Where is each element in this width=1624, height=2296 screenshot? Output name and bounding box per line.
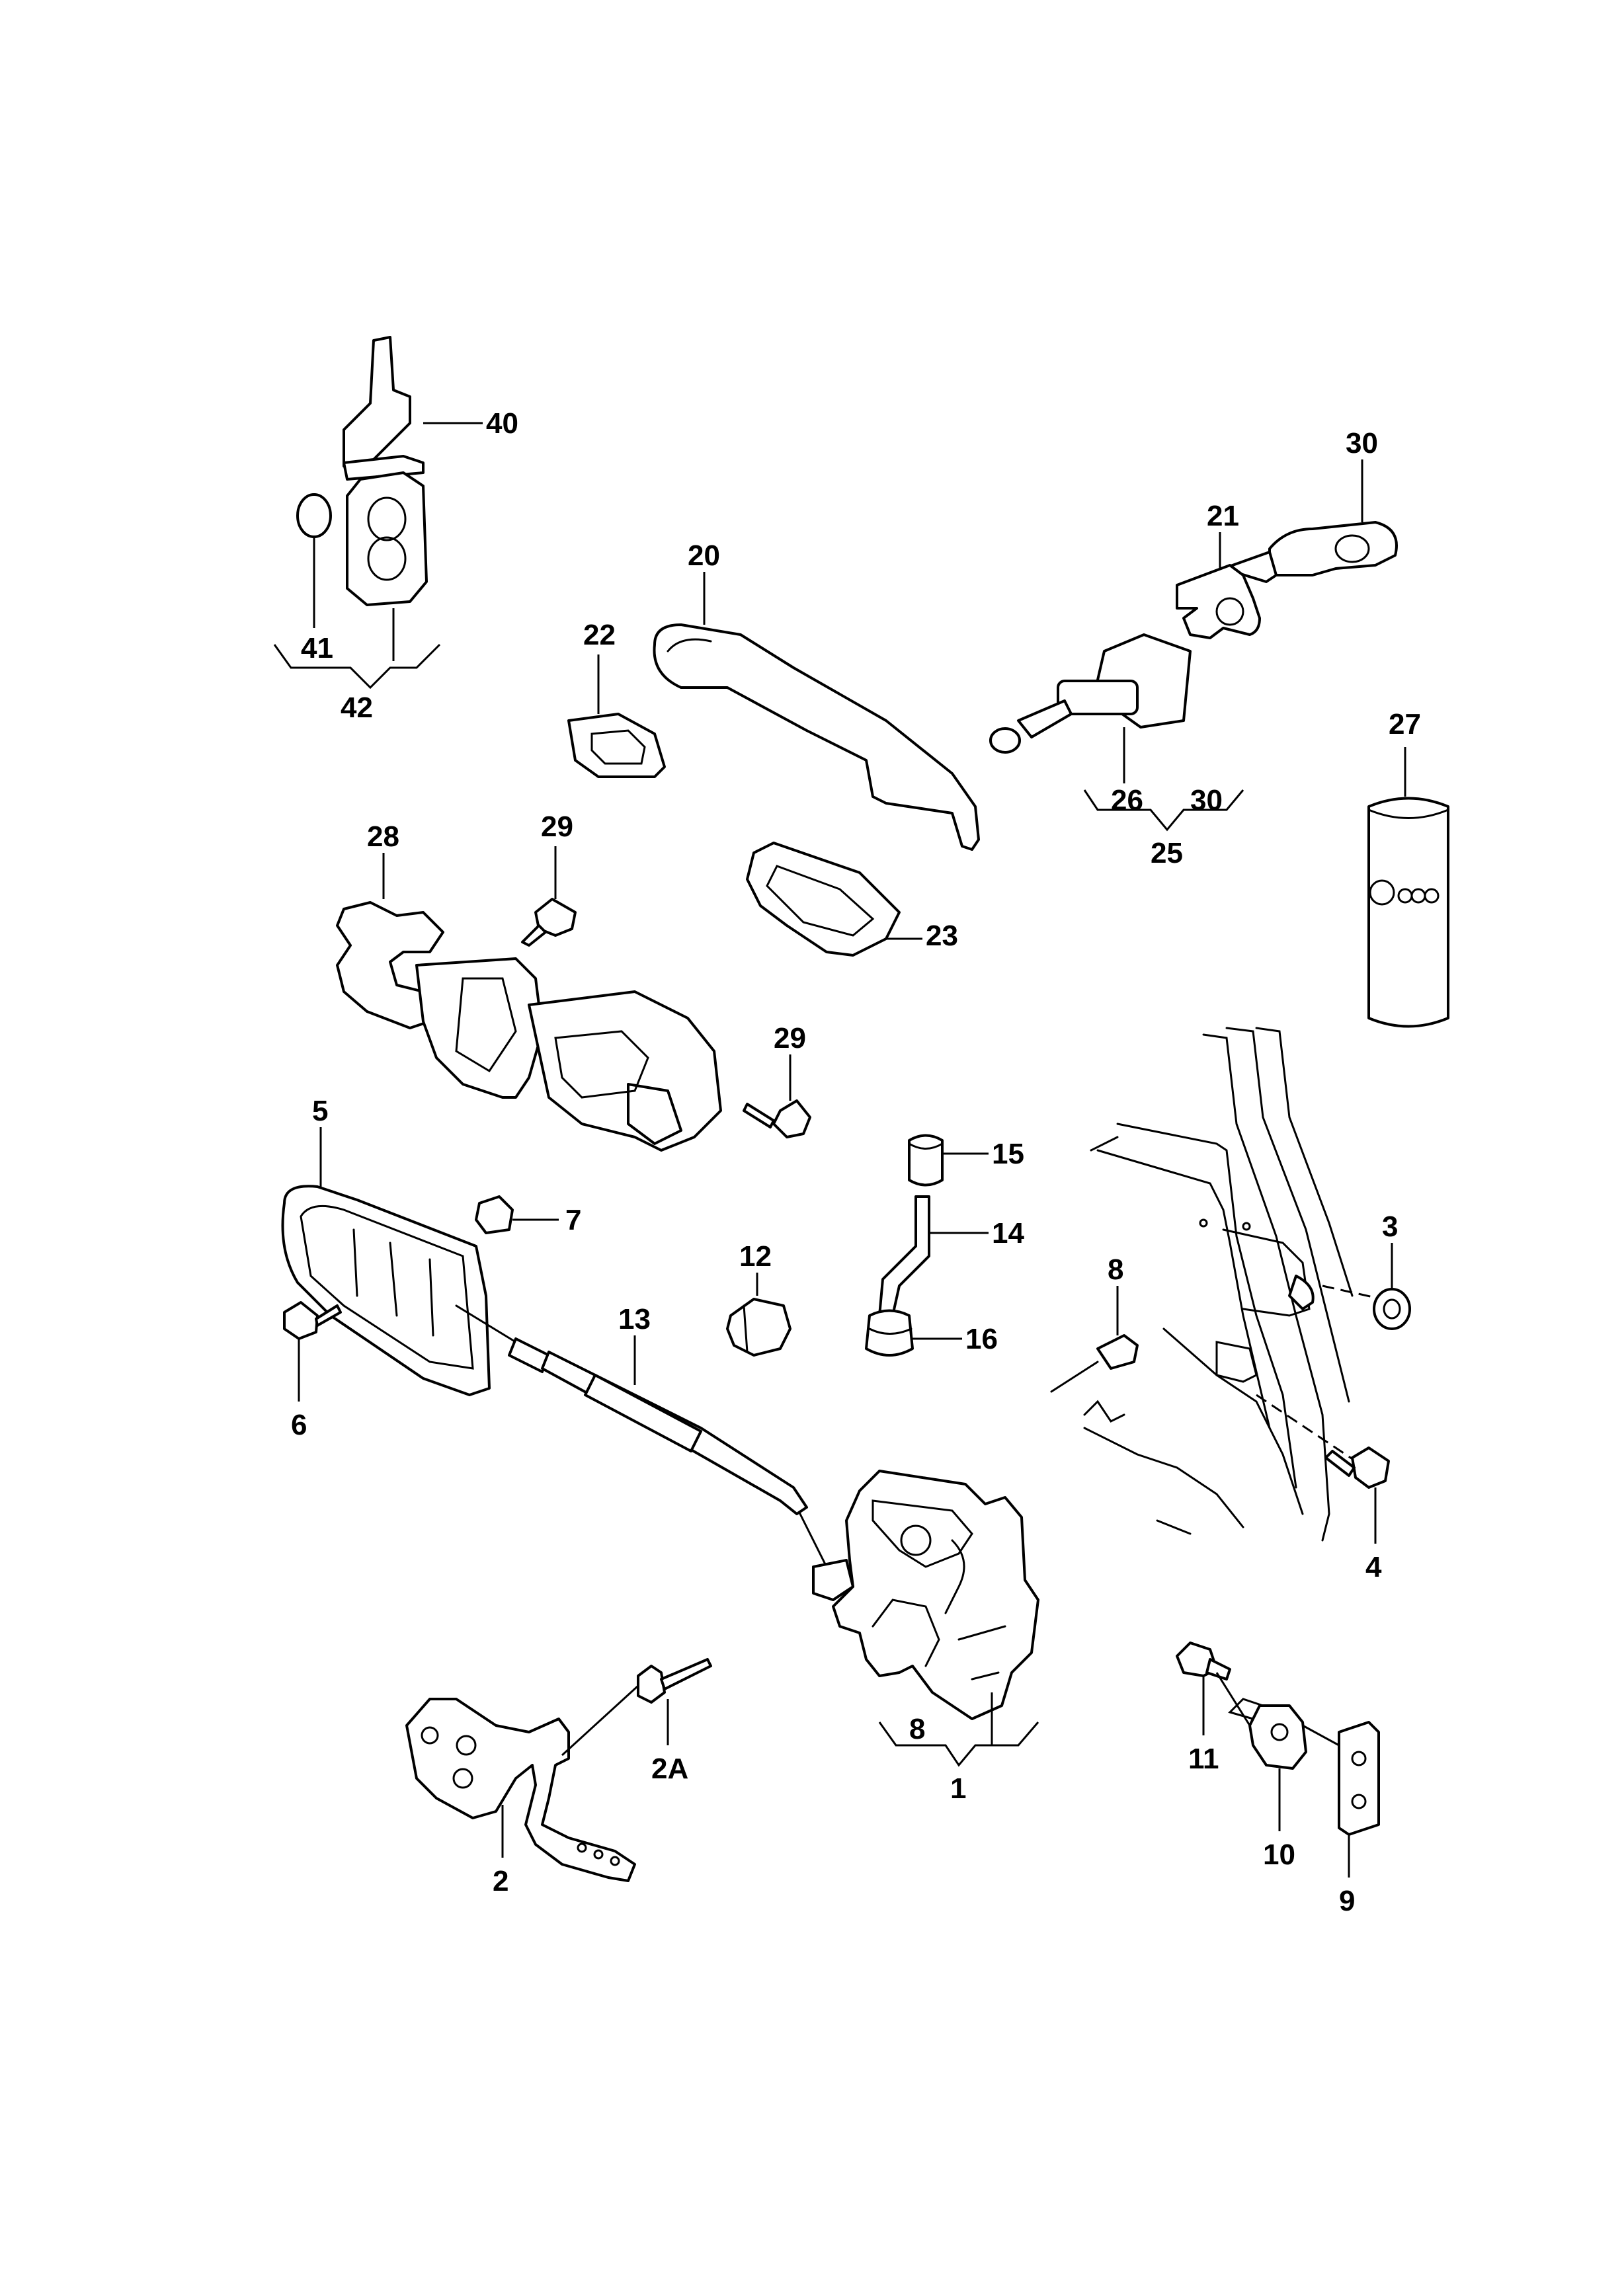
handle-gasket-part-23 — [746, 842, 901, 957]
o-ring-part-41 — [296, 493, 332, 538]
label-16: 16 — [965, 1323, 998, 1355]
label-9: 9 — [1339, 1885, 1355, 1917]
striker-bolt-part-11 — [1176, 1642, 1231, 1681]
label-8-lock: 8 — [909, 1713, 925, 1745]
label-29-upper: 29 — [541, 811, 573, 843]
pin-part-8 — [1050, 1334, 1139, 1393]
label-14: 14 — [992, 1217, 1024, 1249]
label-8-pin: 8 — [1108, 1253, 1123, 1286]
label-7: 7 — [565, 1204, 581, 1236]
label-26: 26 — [1111, 784, 1143, 816]
key-part-30-top — [1222, 521, 1398, 583]
label-2: 2 — [493, 1865, 508, 1897]
label-4: 4 — [1365, 1551, 1382, 1583]
axis-line-stud-3 — [1322, 1285, 1383, 1300]
cable-part-13 — [455, 1304, 828, 1568]
label-23: 23 — [926, 920, 958, 952]
label-30-group: 30 — [1190, 784, 1223, 816]
label-30-top: 30 — [1346, 427, 1378, 459]
label-20: 20 — [688, 539, 720, 572]
screw-part-29-upper — [521, 898, 577, 947]
lock-cylinder-part-26 — [989, 633, 1192, 754]
label-28: 28 — [367, 820, 399, 853]
label-1: 1 — [950, 1772, 966, 1805]
door-handle-part-20 — [653, 623, 980, 851]
door-frame — [1083, 1027, 1354, 1542]
rod-part-14 — [878, 1195, 930, 1317]
label-13: 13 — [618, 1303, 651, 1335]
grease-can-part-27 — [1367, 797, 1449, 1028]
label-5: 5 — [312, 1095, 328, 1127]
label-15: 15 — [992, 1138, 1024, 1170]
label-27: 27 — [1389, 708, 1421, 740]
striker-plate-part-10 — [1228, 1698, 1307, 1770]
label-21: 21 — [1207, 500, 1239, 532]
label-11: 11 — [1188, 1743, 1219, 1775]
label-10: 10 — [1263, 1839, 1295, 1871]
lock-housing-part-21 — [1176, 564, 1261, 639]
inner-handle-part-5 — [281, 1185, 491, 1396]
screw-part-4 — [1324, 1446, 1390, 1489]
threaded-plate-part-9 — [1338, 1721, 1380, 1836]
gasket-part-22 — [567, 713, 666, 778]
grommet-part-3 — [1373, 1288, 1411, 1330]
label-25: 25 — [1151, 837, 1183, 869]
clip-part-7 — [475, 1195, 514, 1234]
clip-part-12 — [726, 1298, 792, 1357]
axis-line-screw-4 — [1256, 1394, 1356, 1462]
grommet-part-16 — [865, 1309, 914, 1357]
label-6: 6 — [291, 1409, 307, 1441]
label-41: 41 — [301, 632, 333, 664]
door-lock-part-1 — [812, 1470, 1039, 1720]
label-29-lower: 29 — [774, 1022, 806, 1054]
rivet-part-2A — [637, 1658, 712, 1704]
label-40: 40 — [486, 407, 518, 440]
key-housing-part-40 — [343, 336, 425, 481]
label-3: 3 — [1382, 1210, 1398, 1243]
knob-part-15 — [908, 1134, 944, 1187]
label-22: 22 — [583, 619, 616, 651]
label-2A: 2A — [651, 1753, 688, 1785]
handle-carrier-part-28 — [336, 901, 722, 1152]
screw-part-29-lower — [743, 1099, 811, 1138]
screw-part-6 — [283, 1301, 342, 1340]
label-42: 42 — [341, 692, 373, 724]
label-12: 12 — [739, 1240, 772, 1273]
remote-transmitter-part-42 — [346, 471, 428, 606]
bracket-part-2 — [405, 1698, 636, 1882]
